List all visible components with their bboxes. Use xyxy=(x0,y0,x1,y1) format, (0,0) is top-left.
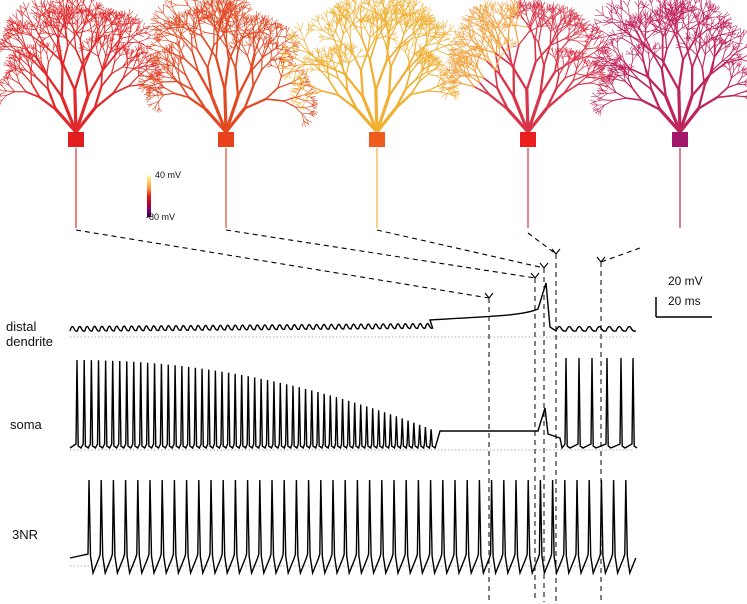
soma-body xyxy=(520,132,536,147)
connector-diagonal-1 xyxy=(75,229,490,299)
neuron-5 xyxy=(589,0,747,228)
baseline-dotted-lines xyxy=(70,336,632,567)
distal-dendrite-label: distal dendrite xyxy=(6,319,53,349)
connector-diagonal-4 xyxy=(527,232,557,255)
neuron-2 xyxy=(136,0,319,228)
neuron-4 xyxy=(438,0,613,228)
scalebar xyxy=(655,297,712,318)
colorbar xyxy=(147,175,151,217)
colorbar-min-label: -80 mV xyxy=(146,212,176,222)
neuron-1 xyxy=(0,0,164,228)
soma-body xyxy=(218,132,234,147)
neuron-snapshots xyxy=(0,0,747,228)
soma-body xyxy=(68,132,84,147)
soma-trace xyxy=(69,357,638,450)
3nr-label: 3NR xyxy=(12,527,39,542)
soma-label: soma xyxy=(10,417,42,432)
soma-body xyxy=(672,132,688,147)
distal-label-line2: dendrite xyxy=(6,334,53,349)
connector-arrowhead-3 xyxy=(539,262,549,269)
scalebar-time-label: 20 ms xyxy=(668,294,701,308)
connector-diagonal-2 xyxy=(225,229,536,279)
colorbar-gradient xyxy=(147,175,151,217)
third-node-trace xyxy=(69,479,637,576)
distal-dendrite-trace xyxy=(69,282,637,333)
distal-label-line1: distal xyxy=(6,319,37,334)
soma-body xyxy=(369,132,385,147)
connector-diagonal-3 xyxy=(376,229,545,269)
scalebar-voltage-label: 20 mV xyxy=(668,274,703,288)
neuron-3 xyxy=(277,0,468,228)
connector-diagonal-5 xyxy=(600,247,641,263)
colorbar-max-label: 40 mV xyxy=(155,170,182,180)
